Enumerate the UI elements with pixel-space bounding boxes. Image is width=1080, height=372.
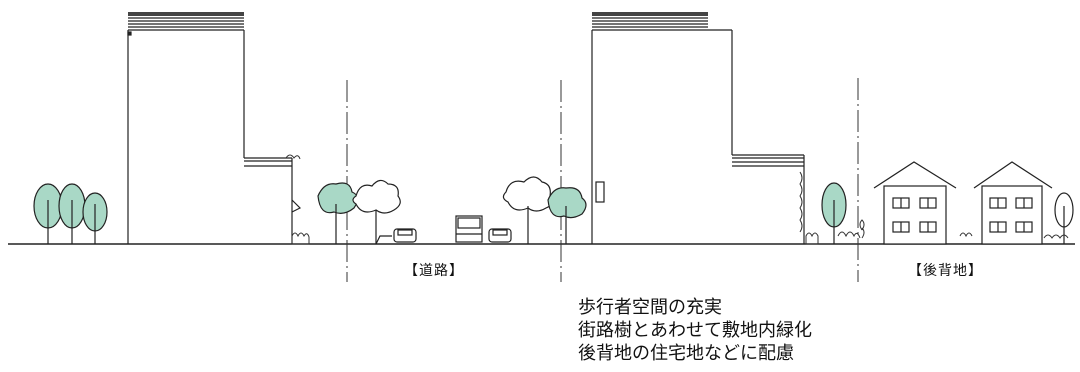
left-tree-group bbox=[33, 183, 108, 244]
road-tree-left-white bbox=[352, 179, 401, 245]
note-site-greening: 街路樹とあわせて敷地内緑化 bbox=[578, 320, 812, 341]
house-right bbox=[973, 161, 1053, 245]
left-building-hedge bbox=[285, 154, 310, 245]
left-tall-building bbox=[127, 12, 302, 244]
car-right bbox=[488, 228, 512, 243]
note-pedestrian-space: 歩行者空間の充実 bbox=[578, 297, 722, 318]
zone-label-back-area: 【後背地】 bbox=[908, 263, 983, 279]
road-tree-right-white bbox=[502, 176, 553, 244]
road-tree-left-green bbox=[317, 182, 359, 244]
car-left bbox=[393, 228, 417, 243]
back-area-tree-green bbox=[821, 182, 847, 244]
note-residential-consideration: 後背地の住宅地などに配慮 bbox=[578, 343, 794, 364]
right-building-vines bbox=[799, 171, 819, 245]
back-area-tree-white bbox=[1054, 192, 1074, 244]
notes-list: 歩行者空間の充実 街路樹とあわせて敷地内緑化 後背地の住宅地などに配慮 bbox=[578, 296, 812, 365]
road-tree-right-green bbox=[547, 187, 587, 244]
house-left bbox=[873, 161, 957, 245]
right-tall-building bbox=[591, 12, 805, 244]
truck bbox=[455, 215, 483, 243]
zone-label-road: 【道路】 bbox=[404, 263, 464, 279]
